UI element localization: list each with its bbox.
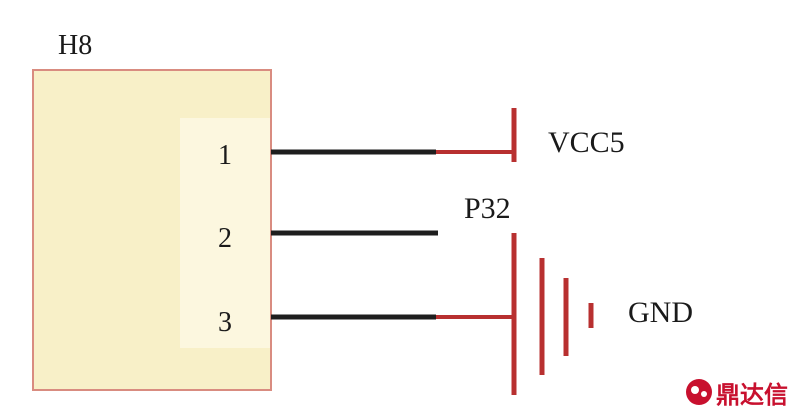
gnd-net-label: GND — [628, 296, 693, 329]
pin-label-area — [180, 118, 270, 348]
watermark-logo-inner — [691, 386, 699, 394]
watermark-text: 鼎达信 — [716, 381, 788, 409]
watermark-logo-inner-2 — [701, 391, 707, 397]
vcc-net-label: VCC5 — [548, 126, 625, 159]
watermark-logo-icon — [686, 379, 712, 405]
pin-number-2: 2 — [218, 223, 232, 254]
watermark: 鼎达信 — [686, 379, 788, 409]
pin-number-1: 1 — [218, 140, 232, 171]
component-designator: H8 — [58, 30, 92, 61]
pin-number-3: 3 — [218, 307, 232, 338]
connector-label: P32 — [464, 192, 511, 225]
